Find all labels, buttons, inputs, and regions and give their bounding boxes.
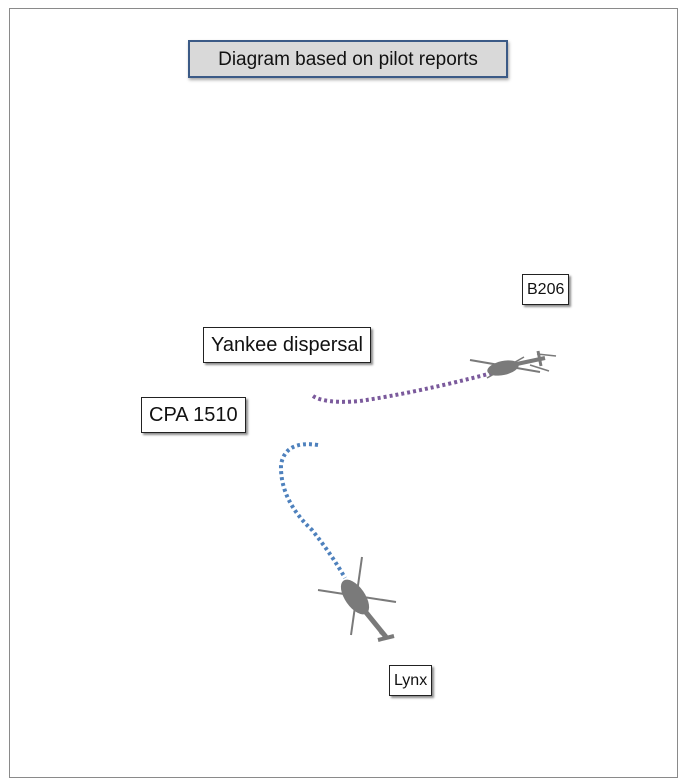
diagram-title: Diagram based on pilot reports [188,40,508,78]
lynx-track [278,442,347,579]
diagram-frame [9,8,678,778]
b206-helicopter-icon [469,350,557,379]
lynx-helicopter-icon [317,556,397,642]
yankee-dispersal-label: Yankee dispersal [203,327,371,363]
lynx-label: Lynx [389,665,433,696]
b206-track [311,371,493,404]
b206-label: B206 [522,274,570,305]
cpa-label: CPA 1510 [141,397,246,433]
